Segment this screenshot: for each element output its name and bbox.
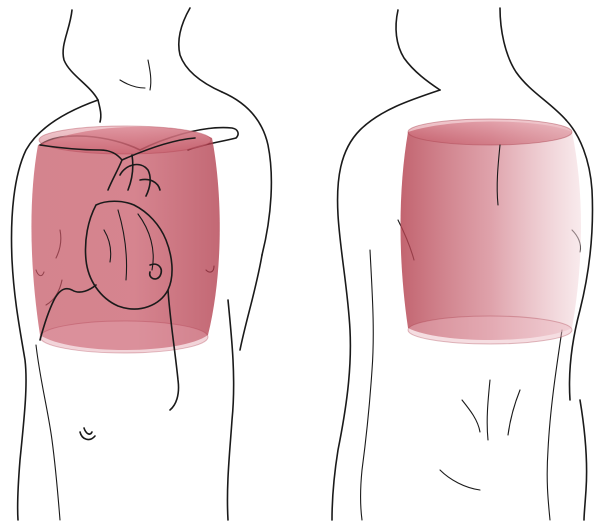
back-volume-cylinder (401, 119, 582, 344)
back-torso-view (332, 8, 593, 520)
front-torso-view (12, 8, 272, 520)
front-volume-cylinder (31, 126, 219, 353)
